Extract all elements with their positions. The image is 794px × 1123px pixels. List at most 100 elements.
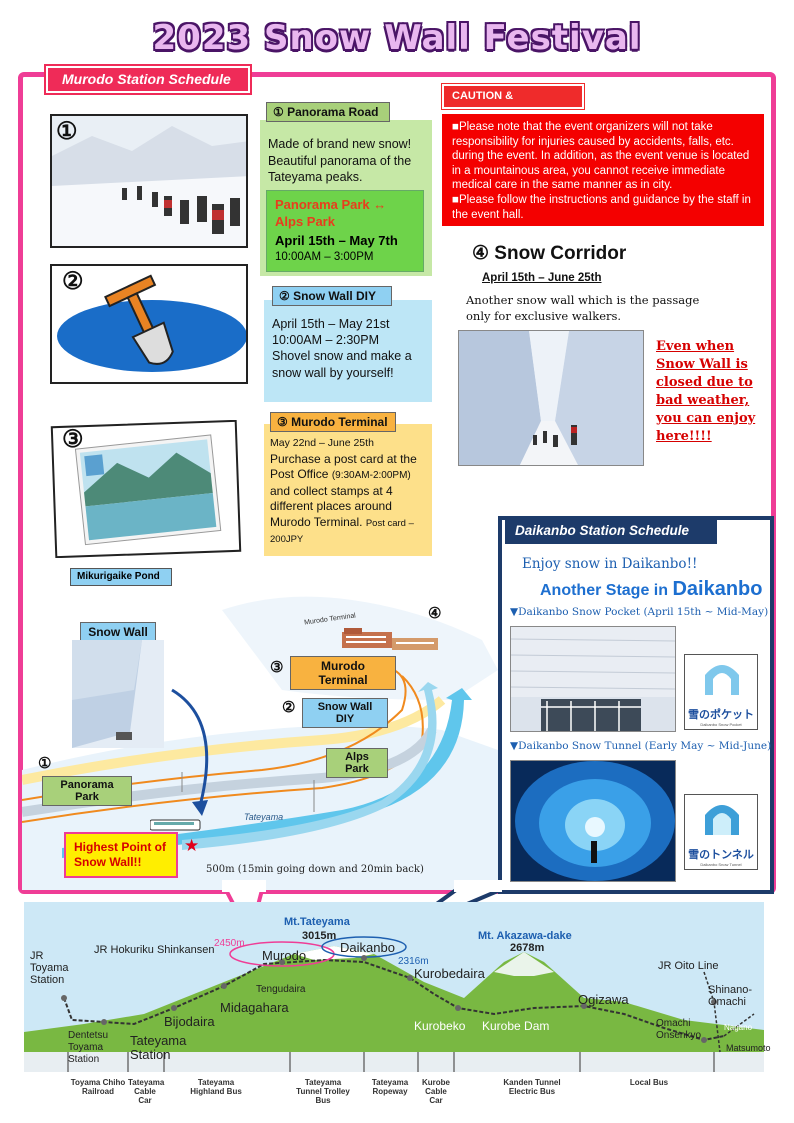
route-segment-3: Tateyama Highland Bus <box>190 1078 242 1096</box>
map-number-1: ① <box>38 754 52 772</box>
mikurigaike-label: Mikurigaike Pond <box>70 568 172 586</box>
route-daikanbo: Daikanbo <box>340 940 395 955</box>
highest-point-label: Highest Point of Snow Wall!! <box>64 832 178 878</box>
route-daikanbo-alt: 2316m <box>398 956 429 967</box>
snow-tunnel-logo: 雪のトンネル Daikanbo Snow Tunnel <box>684 794 758 870</box>
route-jr-oito: JR Oito Line <box>658 960 719 972</box>
snow-corridor-note: Even when Snow Wall is closed due to bad… <box>656 339 756 444</box>
route-murodo-alt: 2450m <box>214 938 245 949</box>
snow-pocket-photo <box>510 626 676 732</box>
murodo-terminal-price: Post card – 200JPY <box>270 517 414 546</box>
item3-number: ③ <box>62 424 84 453</box>
snow-pocket-logo-sub: Daikanbo Snow Pocket <box>700 722 742 727</box>
snow-pocket-logo: 雪のポケット Daikanbo Snow Pocket <box>684 654 758 730</box>
murodo-terminal-hours: (9:30AM-2:00PM) <box>331 470 411 481</box>
daikanbo-enjoy: Enjoy snow in Daikanbo!! <box>522 556 698 572</box>
route-dentetsu: Dentetsu Toyama Station <box>68 1030 109 1065</box>
route-shinano: Shinano-Omachi <box>708 984 753 1008</box>
route-nagano: Nagano <box>724 1023 753 1032</box>
panorama-road-header: ① Panorama Road <box>266 102 390 122</box>
daikanbo-another-strong: Daikanbo <box>672 578 763 600</box>
highest-point-star-icon: ★ <box>184 836 200 855</box>
panorama-road-schedule: Panorama Park ↔ Alps Park April 15th – M… <box>266 190 424 272</box>
snow-wall-diy-desc: Shovel snow and make a snow wall by your… <box>272 349 412 380</box>
snow-wall-diy-header: ② Snow Wall DIY <box>272 286 392 306</box>
caution-paragraph-1: ■Please note that the event organizers w… <box>452 121 750 192</box>
route-mt-akazawa: Mt. Akazawa-dake <box>478 930 572 942</box>
snow-corridor-date: April 15th – June 25th <box>482 272 602 284</box>
route-mt-tateyama: Mt.Tateyama <box>284 916 350 928</box>
snow-wall-label: Snow Wall <box>80 622 156 642</box>
daikanbo-pocket-title: ▼Daikanbo Snow Pocket (April 15th ~ Mid-… <box>510 606 769 618</box>
route-segment-6: Kurobe Cable Car <box>422 1078 450 1105</box>
route-mt-tateyama-alt: 3015m <box>302 930 337 942</box>
page-title: 2023 Snow Wall Festival <box>152 18 642 58</box>
route-midagahara: Midagahara <box>220 1000 289 1015</box>
map-number-2: ② <box>282 698 296 716</box>
route-murodo: Murodo <box>262 948 307 963</box>
map-bus <box>149 818 204 832</box>
murodo-terminal-desc2: and collect stamps at 4 different places… <box>270 483 393 529</box>
route-segment-7: Kanden Tunnel Electric Bus <box>503 1078 561 1096</box>
route-tengudaira: Tengudaira <box>256 984 306 995</box>
panorama-road-time: 10:00AM – 3:00PM <box>275 251 374 263</box>
snow-wall-diy-box <box>264 300 432 402</box>
route-kurobedaira: Kurobedaira <box>414 966 485 981</box>
murodo-terminal-building <box>342 624 438 654</box>
snow-tunnel-logo-text: 雪のトンネル <box>688 849 754 861</box>
route-ogizawa: Ogizawa <box>578 992 629 1007</box>
snow-tunnel-logo-sub: Daikanbo Snow Tunnel <box>700 862 742 867</box>
daikanbo-schedule-tab: Daikanbo Station Schedule <box>505 518 717 544</box>
route-kurobeko: Kurobeko <box>414 1019 466 1033</box>
snow-wall-photo <box>72 640 164 748</box>
map-number-3: ③ <box>270 658 284 676</box>
route-omachi: Omachi Onsenkyo <box>656 1018 702 1041</box>
route-bijodaira: Bijodaira <box>164 1014 215 1029</box>
snow-wall-diy-image <box>50 264 248 384</box>
panorama-road-date: April 15th – May 7th <box>275 233 398 248</box>
snow-wall-diy-date: April 15th – May 21st <box>272 317 390 331</box>
panorama-road-photo <box>50 114 248 248</box>
snow-wall-diy-time: 10:00AM – 2:30PM <box>272 333 380 347</box>
map-distance-label: 500m (15min going down and 20min back) <box>206 864 424 875</box>
map-murodo-terminal-label: Murodo Terminal <box>290 656 396 690</box>
snow-corridor-photo <box>458 330 644 466</box>
route-segment-8: Local Bus <box>629 1078 669 1087</box>
panorama-road-subtitle: Panorama Park ↔ Alps Park <box>275 197 387 229</box>
route-segment-1: Toyama Chiho Railroad <box>70 1078 126 1096</box>
daikanbo-another-stage: Another Stage in Daikanbo <box>540 578 762 601</box>
route-tateyama-station: Tateyama Station <box>130 1033 187 1062</box>
murodo-schedule-tab: Murodo Station Schedule <box>46 66 250 93</box>
caution-box: ■Please note that the event organizers w… <box>442 114 764 226</box>
map-alps-park-label: Alps Park <box>326 748 388 778</box>
murodo-terminal-date: May 22nd – June 25th <box>270 437 374 449</box>
route-segment-5: Tateyama Ropeway <box>371 1078 409 1096</box>
snow-corridor-desc: Another snow wall which is the passage o… <box>466 293 700 323</box>
item2-number: ② <box>62 266 84 295</box>
murodo-terminal-box <box>264 424 432 556</box>
route-kurobe-dam: Kurobe Dam <box>482 1019 550 1033</box>
murodo-terminal-desc: Purchase a post card at the Post Office <box>270 451 417 482</box>
route-mt-akazawa-alt: 2678m <box>510 942 545 954</box>
map-snow-wall-diy-label: Snow Wall DIY <box>302 698 388 728</box>
map-panorama-park-label: Panorama Park <box>42 776 132 806</box>
item1-number: ① <box>56 116 78 145</box>
route-segment-4: Tateyama Tunnel Trolley Bus <box>296 1078 350 1105</box>
map-tateyama-road-label: Tateyama <box>244 812 284 822</box>
snow-pocket-logo-text: 雪のポケット <box>688 709 754 721</box>
caution-tab: CAUTION & DISCLAIMER <box>442 84 584 123</box>
route-jr-hokuriku: JR Hokuriku Shinkansen <box>94 944 215 956</box>
snow-corridor-title: ④ Snow Corridor <box>472 243 627 264</box>
map-number-4: ④ <box>428 604 442 622</box>
murodo-frame <box>18 72 776 894</box>
route-jr-toyama: JR Toyama Station <box>30 950 69 986</box>
caution-paragraph-2: ■Please follow the instructions and guid… <box>452 193 751 221</box>
murodo-terminal-header: ③ Murodo Terminal <box>270 412 396 432</box>
route-map <box>24 902 764 1072</box>
daikanbo-tunnel-title: ▼Daikanbo Snow Tunnel (Early May ~ Mid-J… <box>510 740 772 752</box>
route-matsumoto: Matsumoto <box>726 1043 771 1053</box>
route-segment-2: Tateyama Cable Car <box>128 1078 165 1105</box>
murodo-terminal-text: May 22nd – June 25th Purchase a post car… <box>270 436 428 548</box>
daikanbo-another-pre: Another Stage in <box>540 582 673 599</box>
snow-tunnel-photo <box>510 760 676 882</box>
